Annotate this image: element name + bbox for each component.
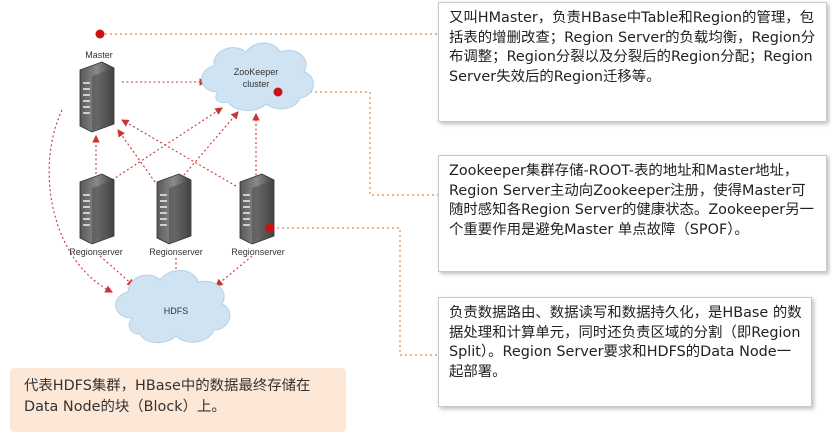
zookeeper-connector (280, 91, 450, 196)
relationship-arrows (48, 78, 260, 293)
regionserver-1-label: Regionserver (69, 247, 123, 257)
arrow-rs3-to-master (121, 119, 237, 187)
master-marker-dot (95, 29, 105, 39)
arrow-rs2-to-master (117, 129, 156, 183)
zookeeper-label-line2: cluster (243, 79, 270, 89)
regionserver-2-icon (156, 173, 192, 245)
regionserver-node-1: Regionserver (69, 173, 123, 257)
regionserver-3-label: Regionserver (231, 247, 285, 257)
regionserver-node-2: Regionserver (149, 173, 203, 257)
zookeeper-label-line1: ZooKeeper (234, 67, 279, 77)
hdfs-cloud: HDFS (115, 270, 231, 343)
master-label: Master (85, 50, 113, 60)
zookeeper-marker-dot (273, 87, 283, 97)
regionserver-connector (272, 227, 438, 356)
regionserver-1-icon (79, 173, 115, 245)
zookeeper-note-text: Zookeeper集群存储-ROOT-表的地址和Master地址，Region … (449, 163, 815, 238)
hdfs-note-box: 代表HDFS集群，HBase中的数据最终存储在Data Node的块（Block… (10, 368, 346, 432)
arrow-rs1-to-zk (111, 107, 223, 181)
master-note-box: 又叫HMaster，负责HBase中Table和Region的管理，包括表的增删… (438, 2, 827, 122)
zookeeper-note-box: Zookeeper集群存储-ROOT-表的地址和Master地址，Region … (438, 155, 827, 272)
arrow-rs3-to-hdfs (215, 255, 253, 287)
regionserver-3-icon (239, 173, 275, 245)
arrow-rs1-to-hdfs (99, 255, 135, 287)
zookeeper-cloud: ZooKeeper cluster (201, 42, 314, 111)
regionserver-note-box: 负责数据路由、数据读写和数据持久化，是HBase 的数据处理和计算单元，同时还负… (438, 297, 812, 407)
regionserver-marker-dot (265, 223, 275, 233)
arrow-master-to-hdfs (48, 109, 113, 293)
arrow-rs2-to-zk (177, 111, 239, 183)
master-note-text: 又叫HMaster，负责HBase中Table和Region的管理，包括表的增删… (449, 10, 816, 85)
hdfs-label: HDFS (164, 306, 189, 316)
marker-dots (95, 29, 283, 233)
regionserver-2-label: Regionserver (149, 247, 203, 257)
master-server-icon (79, 61, 115, 133)
regionserver-note-text: 负责数据路由、数据读写和数据持久化，是HBase 的数据处理和计算单元，同时还负… (449, 305, 802, 380)
regionserver-node-3: Regionserver (231, 173, 285, 257)
hdfs-note-text: 代表HDFS集群，HBase中的数据最终存储在Data Node的块（Block… (24, 378, 311, 415)
master-node: Master (79, 50, 115, 133)
